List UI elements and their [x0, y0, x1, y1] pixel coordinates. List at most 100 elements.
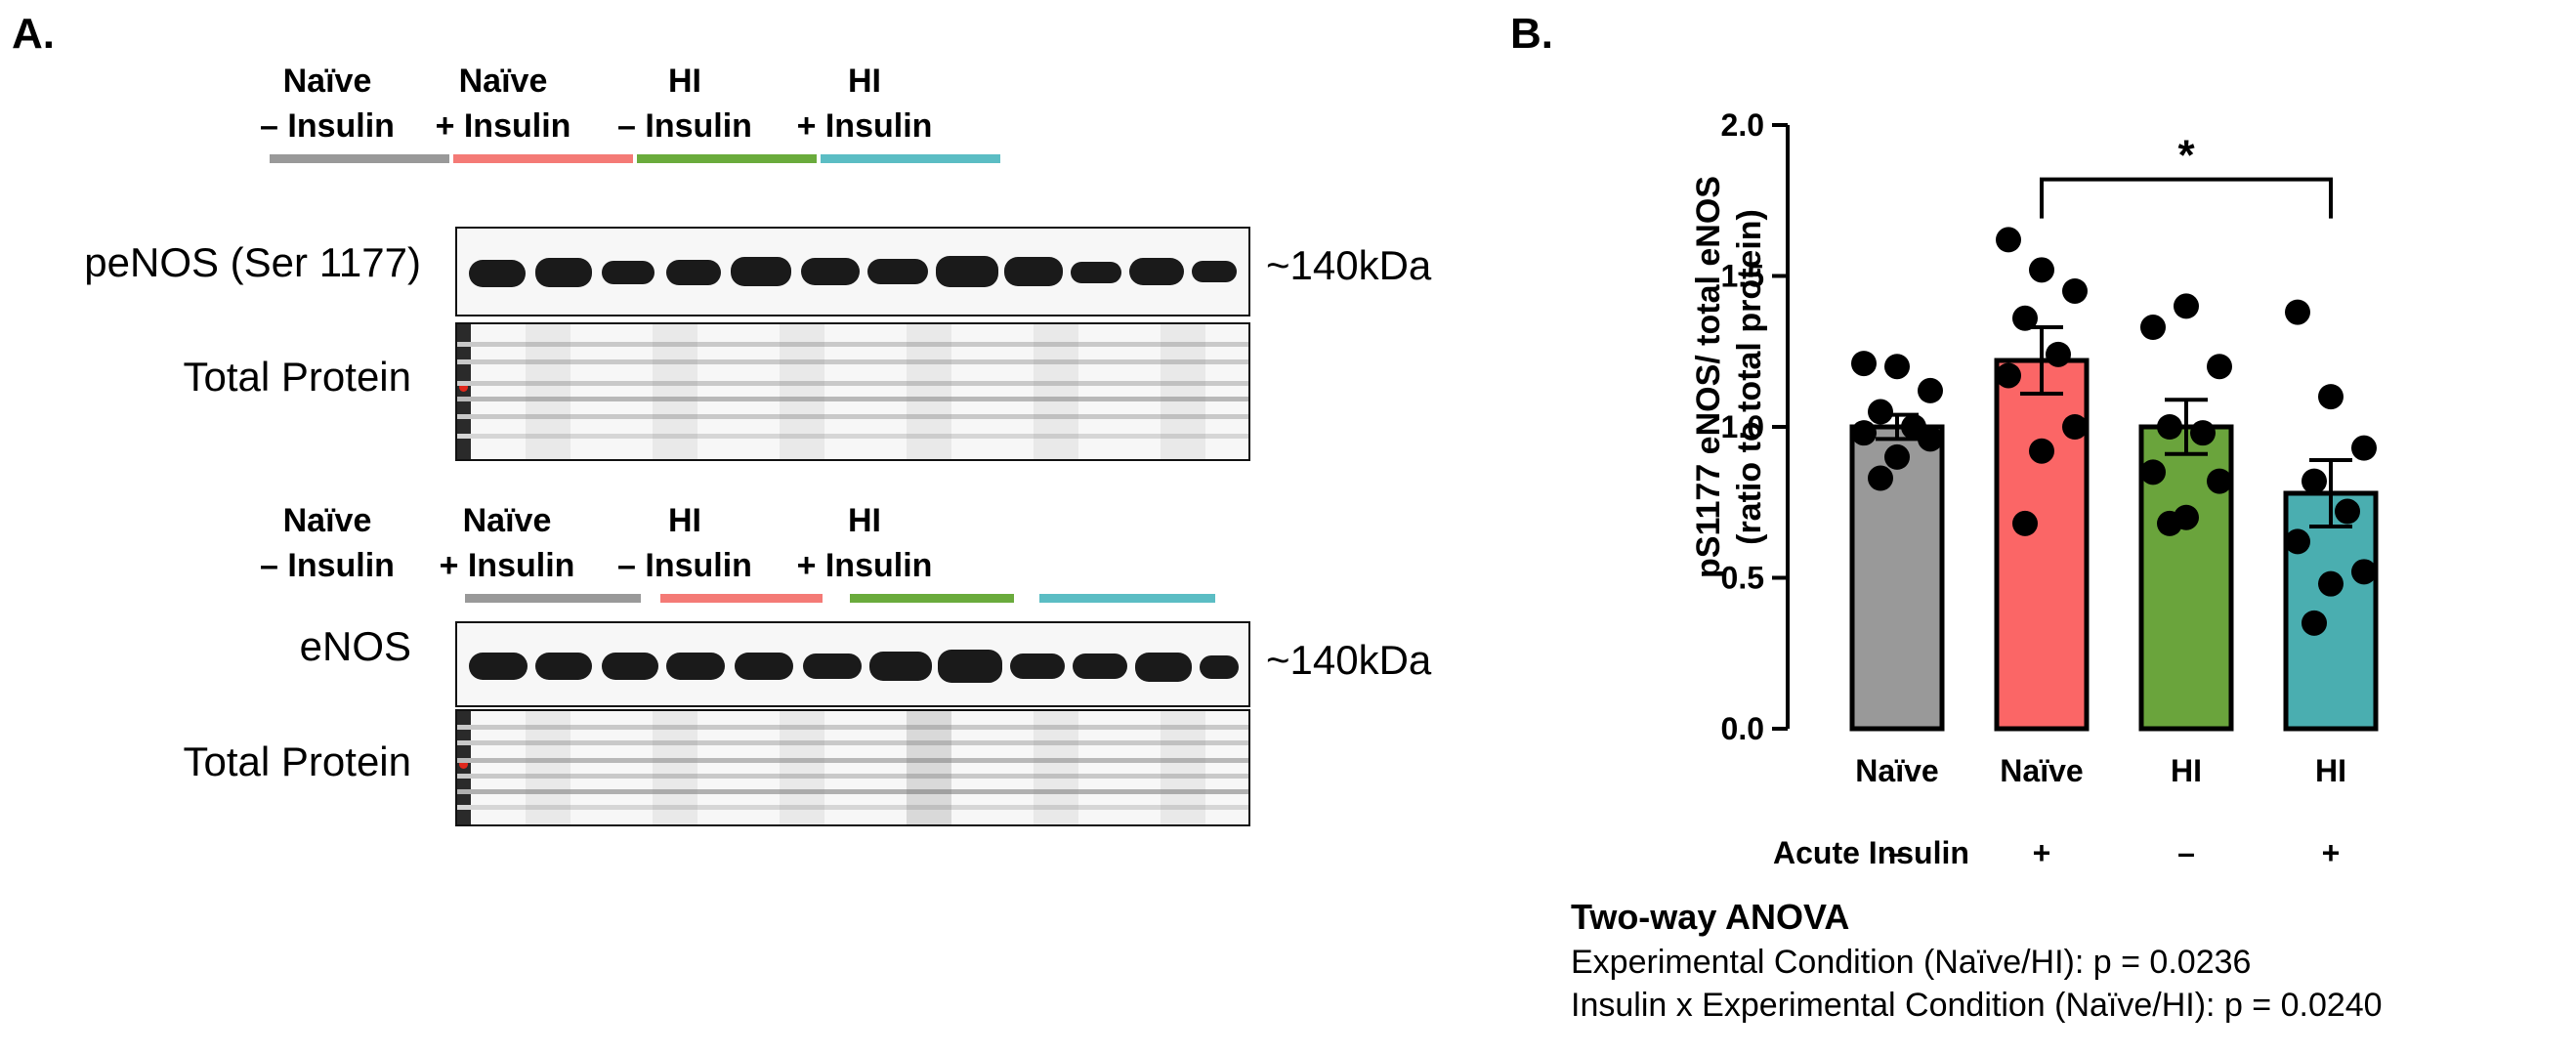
group-color-line-bottom-2: [660, 594, 823, 603]
panel-a-label: A.: [12, 10, 55, 58]
data-point: [2012, 305, 2038, 331]
data-point: [2318, 570, 2344, 597]
blot-band: [731, 257, 791, 286]
group-label-line1: HI: [848, 502, 881, 539]
blot-band: [469, 653, 528, 680]
x-tick-label: Naïve: [1855, 753, 1938, 788]
y-tick-label: 2.0: [1721, 107, 1764, 143]
data-point: [2174, 293, 2199, 319]
protein-stripe: [457, 740, 1248, 745]
group-label-line2: – Insulin: [260, 107, 395, 145]
data-point: [2351, 559, 2377, 585]
protein-stripe: [457, 789, 1248, 794]
blot-band: [936, 256, 998, 287]
protein-stripe: [457, 725, 1248, 730]
blot-band: [1071, 262, 1121, 283]
protein-lane: [526, 324, 570, 459]
data-point: [2062, 414, 2088, 440]
group-label-line1: Naïve: [458, 63, 548, 100]
protein-stripe: [457, 381, 1248, 386]
anova-line-1: Experimental Condition (Naïve/HI): p = 0…: [1571, 944, 2252, 981]
anova-line-2: Insulin x Experimental Condition (Naïve/…: [1571, 987, 2383, 1024]
group-label-line2: + Insulin: [796, 107, 933, 145]
data-point: [1918, 377, 1943, 403]
blot-band: [1192, 261, 1237, 282]
blot-band: [867, 259, 928, 284]
y-tick-label: 1.0: [1721, 409, 1764, 444]
group-color-line-top-4: [821, 154, 1000, 163]
protein-stripe: [457, 805, 1248, 810]
group-label-line2: + Insulin: [796, 547, 933, 584]
protein-lane: [1161, 711, 1205, 824]
blot-band: [535, 653, 592, 680]
acute-insulin-values: –+–+: [1888, 835, 2340, 870]
significance-bracket: *: [2040, 132, 2333, 219]
blot-band: [1129, 258, 1184, 285]
blot-band: [666, 653, 725, 680]
group-label-line1: HI: [668, 502, 701, 539]
blot-band: [666, 260, 721, 285]
protein-stripe: [457, 342, 1248, 347]
row-label-total-protein-1: Total Protein: [183, 354, 411, 400]
group-color-line-bottom-3: [850, 594, 1014, 603]
data-point: [2351, 435, 2377, 461]
kda-label-top: ~140kDa: [1266, 242, 1432, 288]
data-point: [1868, 399, 1893, 425]
data-point: [2302, 468, 2327, 494]
y-tick-label: 0.0: [1721, 711, 1764, 746]
protein-lane: [780, 711, 824, 824]
y-axis-ticks: 0.00.51.01.52.0: [1721, 107, 1788, 746]
x-tick-label: HI: [2171, 753, 2202, 788]
y-axis-title-line2: (ratio to total protein): [1731, 209, 1768, 545]
protein-lane: [1034, 324, 1078, 459]
group-label-line2: + Insulin: [439, 547, 575, 584]
x-tick-label: HI: [2315, 753, 2346, 788]
blot-band: [1200, 655, 1239, 679]
data-point: [2046, 341, 2071, 367]
blot-band: [803, 653, 862, 679]
blot-band: [1073, 653, 1127, 679]
blot-band: [938, 650, 1002, 683]
data-point: [2302, 610, 2327, 636]
protein-lane: [653, 324, 697, 459]
bars: [1849, 358, 2379, 732]
row-label-enos: eNOS: [299, 623, 411, 669]
total-protein-blot-1: [455, 322, 1250, 461]
group-color-line-bottom-4: [1039, 594, 1215, 603]
ladder-marker: [457, 324, 471, 459]
protein-lane: [907, 324, 951, 459]
data-points: [1851, 227, 2377, 636]
penos-blot: [455, 227, 1250, 316]
acute-insulin-label: Acute Insulin: [1773, 835, 1969, 870]
protein-lane: [780, 324, 824, 459]
protein-lane: [1034, 711, 1078, 824]
y-axis-title: pS1177 eNOS/ total eNOS (ratio to total …: [1690, 176, 1768, 578]
group-label-line2: + Insulin: [435, 107, 571, 145]
bar: [2283, 490, 2379, 732]
data-point: [2157, 510, 2182, 536]
data-point: [2207, 354, 2232, 380]
acute-insulin-value: +: [2033, 835, 2051, 870]
group-label-line2: – Insulin: [617, 547, 752, 584]
significance-star: *: [2177, 132, 2195, 180]
data-point: [2157, 414, 2182, 440]
protein-stripe: [457, 758, 1248, 763]
x-tick-label: Naïve: [2000, 753, 2083, 788]
data-point: [2029, 257, 2054, 283]
protein-stripe: [457, 414, 1248, 419]
blot-band: [535, 258, 592, 287]
data-point: [2207, 468, 2232, 494]
panel-b-label: B.: [1510, 10, 1553, 58]
data-point: [2140, 315, 2166, 341]
protein-stripe: [457, 359, 1248, 364]
group-label-line2: – Insulin: [617, 107, 752, 145]
group-color-line-bottom-1: [465, 594, 641, 603]
data-point: [2012, 510, 2038, 536]
row-label-penos: peNOS (Ser 1177): [84, 239, 421, 285]
blot-band: [602, 261, 655, 284]
data-point: [1851, 420, 1877, 446]
data-point: [2029, 438, 2054, 464]
blot-band: [602, 653, 658, 680]
data-point: [2062, 277, 2088, 304]
protein-lane: [653, 711, 697, 824]
